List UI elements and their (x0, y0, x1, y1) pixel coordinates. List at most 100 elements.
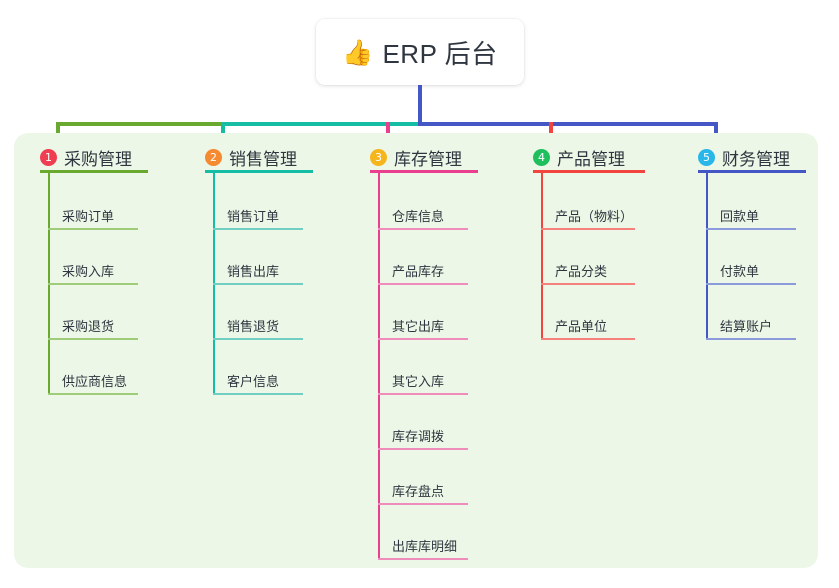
branch-item-rule (48, 228, 138, 230)
branch-item-rule (213, 283, 303, 285)
branch-item-rule (48, 393, 138, 395)
branch-item-rule (378, 393, 468, 395)
branch-item[interactable]: 结算账户 (706, 314, 798, 340)
branch-item-label: 结算账户 (720, 319, 773, 334)
branch-item[interactable]: 其它出库 (378, 314, 470, 340)
column-badge-4: 4 (533, 149, 550, 166)
branch-item-rule (378, 228, 468, 230)
column-badge-5: 5 (698, 149, 715, 166)
branch-item-label: 销售订单 (227, 209, 280, 224)
column-rule-2 (205, 170, 313, 173)
branch-item-rule (213, 338, 303, 340)
column-trunk-3 (378, 173, 380, 560)
branch-column-5: 5 财务管理回款单付款单结算账户 (698, 133, 839, 568)
column-header-4[interactable]: 4 产品管理 (533, 145, 625, 170)
branch-item[interactable]: 仓库信息 (378, 204, 470, 230)
branch-item-label: 客户信息 (227, 374, 280, 389)
branch-item-rule (706, 338, 796, 340)
branch-item-label: 销售退货 (227, 319, 280, 334)
branch-panel (14, 133, 818, 568)
column-header-5[interactable]: 5 财务管理 (698, 145, 790, 170)
branch-item-label: 采购入库 (62, 264, 115, 279)
column-trunk-4 (541, 173, 543, 340)
branch-item-rule (213, 228, 303, 230)
column-header-1[interactable]: 1 采购管理 (40, 145, 132, 170)
branch-item-label: 回款单 (720, 209, 760, 224)
branch-item-label: 产品库存 (392, 264, 445, 279)
branch-item[interactable]: 采购订单 (48, 204, 140, 230)
column-badge-1: 1 (40, 149, 57, 166)
column-rule-4 (533, 170, 645, 173)
column-title-4: 产品管理 (557, 150, 625, 169)
column-badge-2: 2 (205, 149, 222, 166)
branch-item-label: 产品分类 (555, 264, 608, 279)
column-header-3[interactable]: 3 库存管理 (370, 145, 462, 170)
column-title-5: 财务管理 (722, 150, 790, 169)
column-badge-3: 3 (370, 149, 387, 166)
column-title-1: 采购管理 (64, 150, 132, 169)
branch-item-label: 采购订单 (62, 209, 115, 224)
branch-item[interactable]: 产品库存 (378, 259, 470, 285)
column-header-2[interactable]: 2 销售管理 (205, 145, 297, 170)
branch-item[interactable]: 出库库明细 (378, 534, 470, 560)
branch-item[interactable]: 库存调拨 (378, 424, 470, 450)
branch-item-label: 供应商信息 (62, 374, 128, 389)
branch-item[interactable]: 库存盘点 (378, 479, 470, 505)
branch-item-label: 出库库明细 (392, 539, 458, 554)
thumbs-up-icon: 👍 (342, 37, 374, 67)
branch-item-rule (378, 503, 468, 505)
branch-item[interactable]: 产品单位 (541, 314, 637, 340)
branch-item-label: 其它出库 (392, 319, 445, 334)
branch-item-label: 采购退货 (62, 319, 115, 334)
branch-column-3: 3 库存管理仓库信息产品库存其它出库其它入库库存调拨库存盘点出库库明细 (370, 133, 538, 568)
branch-column-4: 4 产品管理产品（物料） 产品分类产品单位 (533, 133, 705, 568)
branch-item-label: 仓库信息 (392, 209, 445, 224)
branch-column-2: 2 销售管理销售订单销售出库销售退货客户信息 (205, 133, 373, 568)
branch-item-rule (48, 283, 138, 285)
connector-segment-1 (56, 122, 221, 126)
column-title-2: 销售管理 (229, 150, 297, 169)
branch-column-1: 1 采购管理采购订单采购入库采购退货供应商信息 (40, 133, 208, 568)
column-rule-5 (698, 170, 806, 173)
branch-item-label: 销售出库 (227, 264, 280, 279)
connector-segment-4 (549, 122, 718, 126)
branch-item[interactable]: 销售出库 (213, 259, 305, 285)
branch-item[interactable]: 销售退货 (213, 314, 305, 340)
branch-item-label: 其它入库 (392, 374, 445, 389)
branch-item-label: 产品单位 (555, 319, 608, 334)
root-node[interactable]: 👍 ERP 后台 (316, 19, 524, 85)
branch-item-rule (378, 283, 468, 285)
branch-item-rule (706, 283, 796, 285)
branch-item-rule (378, 558, 468, 560)
branch-item[interactable]: 供应商信息 (48, 369, 140, 395)
column-title-3: 库存管理 (394, 150, 462, 169)
root-node-title: ERP 后台 (382, 38, 498, 69)
branch-item-label: 产品（物料） (555, 209, 634, 224)
connector-segment-2 (221, 122, 418, 126)
branch-item[interactable]: 客户信息 (213, 369, 305, 395)
root-stem-line (418, 85, 422, 126)
branch-item[interactable]: 付款单 (706, 259, 798, 285)
column-rule-1 (40, 170, 148, 173)
branch-item[interactable]: 采购入库 (48, 259, 140, 285)
branch-item-rule (541, 228, 635, 230)
branch-item-rule (378, 448, 468, 450)
branch-item-rule (541, 283, 635, 285)
branch-item[interactable]: 采购退货 (48, 314, 140, 340)
branch-item-rule (48, 338, 138, 340)
column-trunk-5 (706, 173, 708, 340)
branch-item[interactable]: 销售订单 (213, 204, 305, 230)
branch-item[interactable]: 产品（物料） (541, 204, 637, 230)
branch-item-rule (213, 393, 303, 395)
branch-item-label: 付款单 (720, 264, 760, 279)
branch-item-rule (706, 228, 796, 230)
connector-segment-3 (418, 122, 549, 126)
branch-item[interactable]: 其它入库 (378, 369, 470, 395)
column-rule-3 (370, 170, 478, 173)
branch-item[interactable]: 回款单 (706, 204, 798, 230)
branch-item-rule (378, 338, 468, 340)
branch-item-label: 库存调拨 (392, 429, 445, 444)
branch-item-rule (541, 338, 635, 340)
branch-item[interactable]: 产品分类 (541, 259, 637, 285)
